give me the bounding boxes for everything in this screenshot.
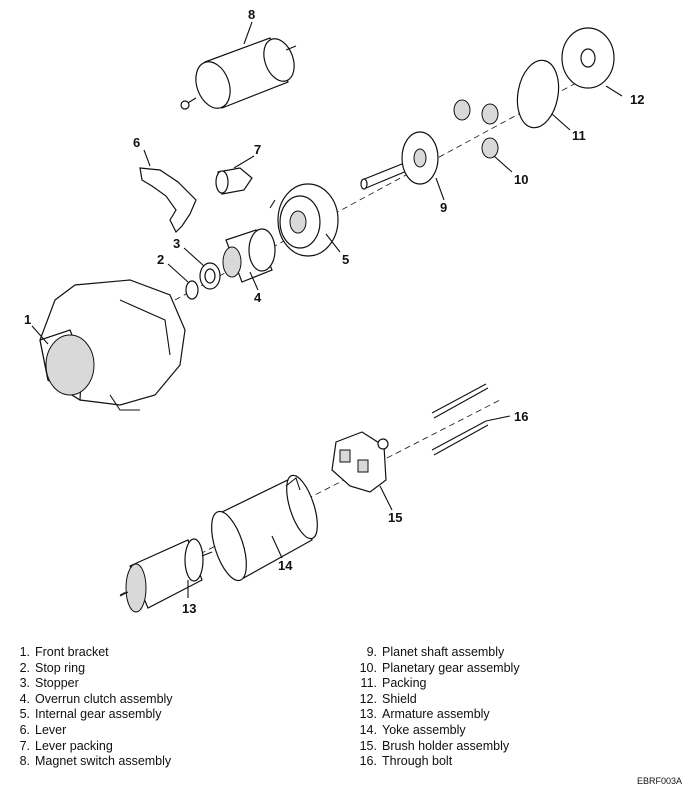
legend-right: 9. Planet shaft assembly 10. Planetary gea… [357,645,520,770]
legend-item: 12. Shield [357,692,520,708]
legend-number: 5. [19,707,30,722]
legend-label: Internal gear assembly [35,707,162,722]
planet-shaft-assembly [360,131,439,190]
front-bracket [39,279,186,411]
legend-label: Brush holder assembly [382,738,510,753]
legend-number: 1. [19,645,30,659]
overrun-clutch-assembly [222,228,276,283]
callout-5: 5 [342,252,349,267]
legend-label: Planet shaft assembly [382,645,505,659]
legend-number: 8. [19,754,30,769]
legend-number: 2. [19,660,30,675]
legend-item: 14. Yoke assembly [357,723,520,739]
callout-11: 11 [572,128,586,143]
legend-item: 6. Lever [10,723,173,739]
legend-number: 9. [366,645,377,659]
legend-left: 1. Front bracket 2. Stop ring 3. Stopper 4.… [10,645,173,770]
callout-3: 3 [173,236,180,251]
legend-item: 10. Planetary gear assembly [357,661,520,677]
legend-label: Stop ring [35,660,86,675]
packing [516,59,560,129]
armature-assembly [119,538,213,613]
callout-12: 12 [630,92,644,107]
leader-lines [31,21,623,598]
figure-code: EBRF003A [636,776,682,786]
legend-label: Lever [35,722,67,737]
legend-label: Shield [382,691,417,706]
legend-item: 7. Lever packing [10,739,173,755]
lever-packing [215,167,253,195]
legend-label: Yoke assembly [382,722,466,737]
legend-number: 3. [19,676,30,691]
callout-15: 15 [388,510,402,525]
legend-number: 11. [360,676,377,691]
lever [139,167,197,234]
magnet-switch-assembly [180,37,297,110]
legend-label: Packing [382,676,427,691]
legend-number: 10. [359,660,377,675]
callout-6: 6 [133,135,140,150]
legend-label: Stopper [35,676,79,691]
legend-label: Overrun clutch assembly [35,691,173,706]
callout-9: 9 [440,200,447,215]
legend-item: 3. Stopper [10,676,173,692]
legend-number: 13. [359,707,377,722]
legend-item: 9. Planet shaft assembly [357,645,520,661]
legend-item: 5. Internal gear assembly [10,707,173,723]
stop-ring [185,280,199,300]
legend-item: 13. Armature assembly [357,707,520,723]
legend-label: Front bracket [35,645,109,659]
callout-2: 2 [157,252,164,267]
callout-13: 13 [182,601,196,616]
exploded-view-diagram: 1 2 3 4 5 6 7 8 9 10 11 12 13 14 15 16 [24,7,644,616]
legend-number: 16. [359,754,377,769]
legend-number: 6. [19,722,30,737]
legend-item: 4. Overrun clutch assembly [10,692,173,708]
callout-14: 14 [278,558,293,573]
shield [561,27,615,89]
legend-label: Lever packing [35,738,113,753]
yoke-assembly [211,474,318,582]
legend-number: 7. [19,738,30,753]
legend-number: 12. [359,691,377,706]
legend-label: Armature assembly [382,707,490,722]
through-bolts [431,383,489,456]
legend-item: 15. Brush holder assembly [357,739,520,755]
legend-label: Planetary gear assembly [382,660,520,675]
stopper [199,262,221,290]
callout-16: 16 [514,409,528,424]
legend-item: 16. Through bolt [357,754,520,770]
legend-item: 2. Stop ring [10,661,173,677]
legend-item: 11. Packing [357,676,520,692]
legend-item: 1. Front bracket [10,645,173,661]
callout-7: 7 [254,142,261,157]
callout-10: 10 [514,172,528,187]
callout-1: 1 [24,312,31,327]
callout-4: 4 [254,290,262,305]
legend-number: 14. [359,722,377,737]
brush-holder-assembly [331,431,389,493]
planetary-gear-assembly [453,99,499,159]
legend-number: 15. [359,738,377,753]
callout-8: 8 [248,7,255,22]
legend-number: 4. [19,691,30,706]
legend-item: 8. Magnet switch assembly [10,754,173,770]
legend-label: Magnet switch assembly [35,754,172,769]
internal-gear-assembly [269,183,339,257]
legend-label: Through bolt [382,754,453,769]
